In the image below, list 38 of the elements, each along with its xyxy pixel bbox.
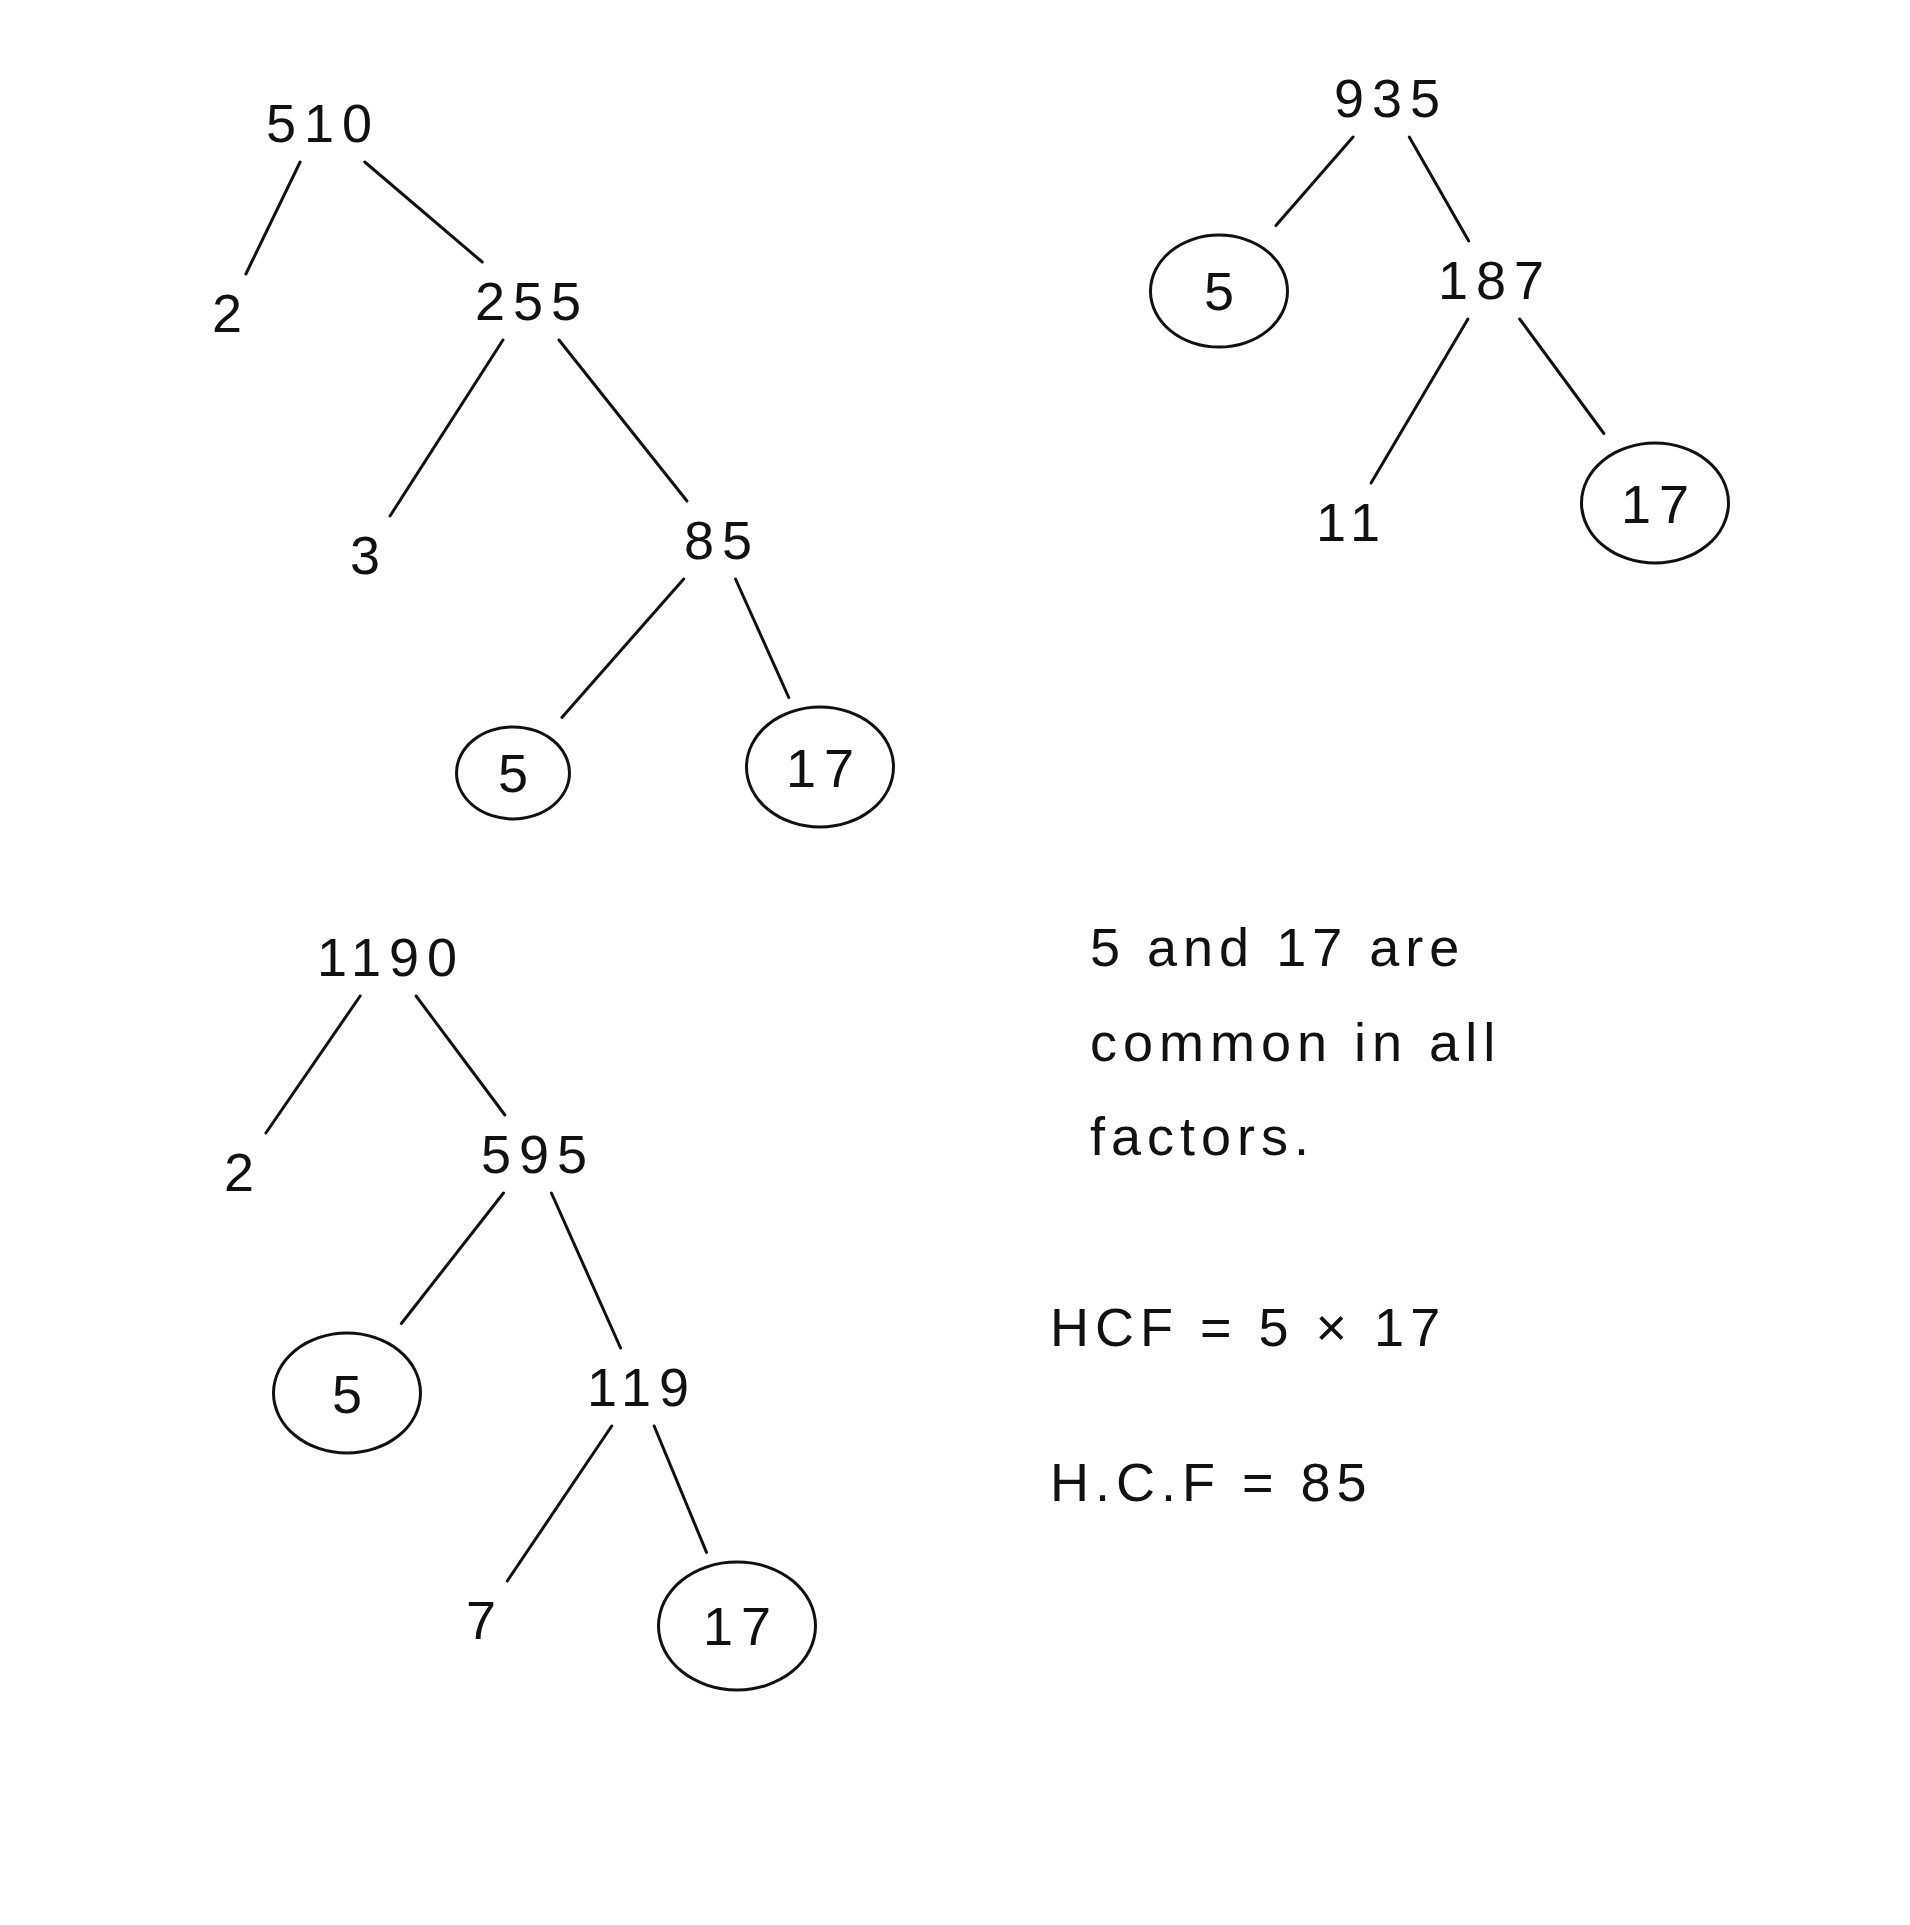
number: 595: [470, 1123, 598, 1185]
branch-line: [414, 994, 507, 1117]
branch-line: [1369, 317, 1470, 485]
number: 2: [214, 1141, 264, 1203]
branch-line: [560, 577, 686, 719]
number: 3: [340, 524, 390, 586]
branch-line: [264, 994, 362, 1135]
number: 119: [576, 1356, 700, 1418]
branch-line: [652, 1424, 708, 1554]
branch-line: [549, 1191, 623, 1350]
number: 2: [202, 282, 252, 344]
branch-line: [1518, 317, 1606, 435]
number: 187: [1427, 249, 1555, 311]
number: 1190: [306, 926, 468, 988]
number: 255: [464, 270, 592, 332]
circled-number: 17: [745, 705, 895, 829]
branch-line: [244, 160, 302, 276]
circled-number: 5: [272, 1331, 422, 1455]
branch-line: [505, 1424, 614, 1583]
number: 11: [1305, 491, 1391, 553]
branch-line: [1274, 135, 1355, 228]
branch-line: [734, 577, 791, 699]
branch-line: [363, 160, 484, 264]
equation: H.C.F = 85: [1050, 1455, 1374, 1509]
number: 85: [673, 509, 763, 571]
number: 935: [1323, 67, 1451, 129]
sentence: 5 and 17 are common in all factors.: [1090, 916, 1503, 1168]
circled-number: 5: [1149, 233, 1289, 349]
circled-number: 17: [657, 1560, 817, 1692]
circled-number: 5: [455, 725, 571, 821]
number: 7: [456, 1589, 506, 1651]
circled-number: 17: [1580, 441, 1730, 565]
equation: HCF = 5 × 17: [1050, 1300, 1448, 1354]
branch-line: [399, 1191, 505, 1325]
branch-line: [557, 338, 689, 503]
branch-line: [1407, 135, 1471, 243]
number: 510: [255, 92, 383, 154]
branch-line: [388, 338, 505, 518]
